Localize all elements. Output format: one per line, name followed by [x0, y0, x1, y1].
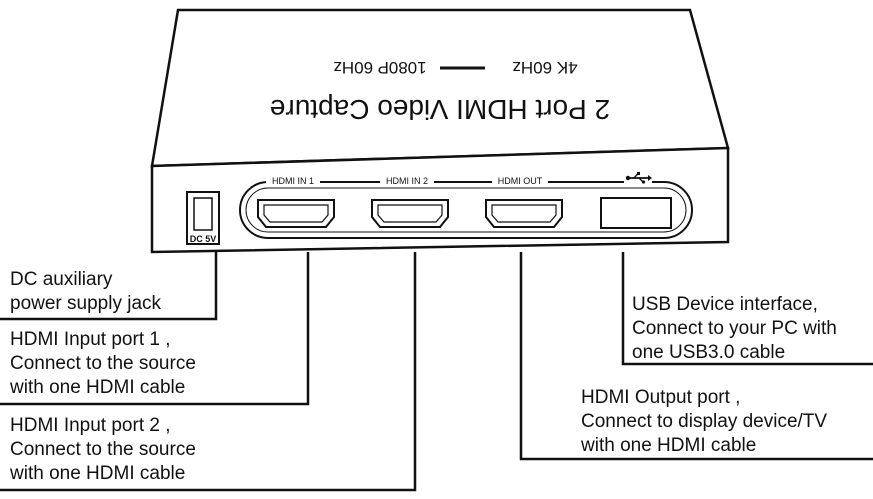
- callout-usb-line-1: USB Device interface,: [632, 294, 818, 315]
- callout-usb-line-2: Connect to your PC with: [632, 318, 837, 339]
- callout-hdmi-out-line-2: Connect to display device/TV: [581, 411, 827, 432]
- callout-usb-line-3: one USB3.0 cable: [632, 342, 785, 363]
- device-spec-left: 4K 60Hz: [512, 58, 577, 77]
- callout-hdmi-in2-line-2: Connect to the source: [10, 439, 196, 460]
- port-group-inner: [245, 187, 687, 233]
- device-title: 2 Port HDMI Video Capture: [270, 94, 610, 125]
- port-group-outer: [239, 181, 693, 239]
- callout-hdmi-in1-line-3: with one HDMI cable: [9, 377, 185, 398]
- leader-hdmi-out: [519, 252, 873, 461]
- device-spec-right: 1080P 60Hz: [333, 58, 426, 77]
- usb-port: [600, 197, 672, 229]
- hdmi-out-port-label: HDMI OUT: [498, 176, 543, 186]
- device-top-panel: [150, 8, 730, 168]
- callout-dc: DC auxiliary power supply jack: [10, 269, 162, 314]
- callout-hdmi-in2: HDMI Input port 2 , Connect to the sourc…: [9, 415, 196, 484]
- callout-hdmi-in1: HDMI Input port 1 , Connect to the sourc…: [9, 329, 196, 398]
- leader-hdmi-in2: [0, 252, 417, 492]
- callout-dc-line-1: DC auxiliary: [10, 269, 113, 290]
- leader-hdmi-in1: [0, 252, 310, 406]
- callout-hdmi-out: HDMI Output port , Connect to display de…: [580, 387, 827, 456]
- callout-hdmi-out-line-1: HDMI Output port ,: [581, 387, 740, 408]
- callout-hdmi-in1-line-1: HDMI Input port 1 ,: [10, 329, 171, 350]
- dc-jack-socket: [193, 197, 213, 231]
- hdmi-in2-port: [371, 199, 449, 228]
- callout-usb: USB Device interface, Connect to your PC…: [632, 294, 837, 363]
- hdmi-in1-port: [257, 199, 335, 228]
- hdmi-in1-port-label: HDMI IN 1: [272, 176, 314, 186]
- dc-jack-label: DC 5V: [190, 234, 217, 244]
- hdmi-out-port: [485, 199, 563, 228]
- callout-hdmi-in2-line-3: with one HDMI cable: [9, 463, 185, 484]
- callout-hdmi-in2-line-1: HDMI Input port 2 ,: [10, 415, 171, 436]
- callout-dc-line-2: power supply jack: [10, 293, 162, 314]
- hdmi-in2-port-label: HDMI IN 2: [386, 176, 428, 186]
- callout-hdmi-in1-line-2: Connect to the source: [10, 353, 196, 374]
- callout-hdmi-out-line-3: with one HDMI cable: [580, 435, 756, 456]
- leader-dc: [0, 252, 218, 321]
- leader-usb: [621, 252, 873, 366]
- usb-icon: [624, 172, 652, 184]
